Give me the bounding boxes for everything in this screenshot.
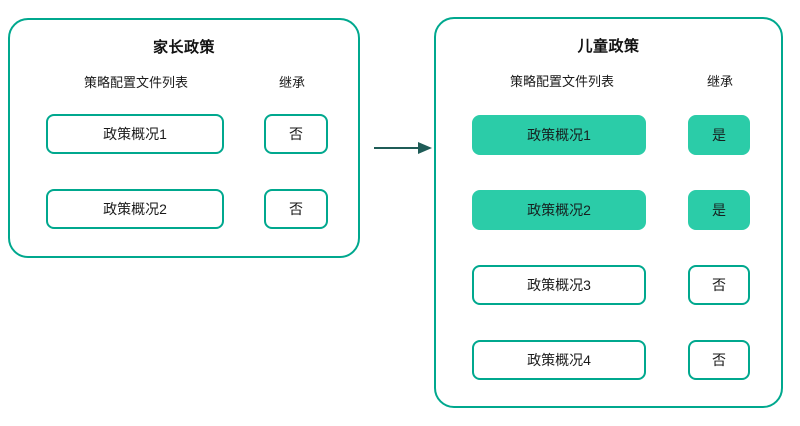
child-inherit-cell-2[interactable]: 是: [688, 190, 750, 230]
child-profile-cell-4[interactable]: 政策概况4: [472, 340, 646, 380]
child-profile-cell-2[interactable]: 政策概况2: [472, 190, 646, 230]
child-column-headers: 策略配置文件列表 继承: [436, 71, 781, 93]
table-row: 政策概况1 否: [10, 114, 358, 154]
parent-column-header-profile-list: 策略配置文件列表: [83, 75, 188, 90]
parent-policy-title: 家长政策: [152, 39, 215, 56]
child-inherit-cell-3[interactable]: 否: [688, 265, 750, 305]
table-row: 政策概况4 否: [436, 340, 781, 380]
child-profile-cell-1[interactable]: 政策概况1: [472, 115, 646, 155]
child-policy-title: 儿童政策: [577, 38, 640, 55]
child-inherit-cell-1[interactable]: 是: [688, 115, 750, 155]
child-profile-cell-3[interactable]: 政策概况3: [472, 265, 646, 305]
table-row: 政策概况3 否: [436, 265, 781, 305]
parent-column-headers: 策略配置文件列表 继承: [10, 72, 358, 94]
child-inherit-cell-4[interactable]: 否: [688, 340, 750, 380]
parent-policy-panel: 家长政策 策略配置文件列表 继承 政策概况1 否 政策概况2 否: [8, 18, 360, 258]
table-row: 政策概况2 否: [10, 189, 358, 229]
table-row: 政策概况2 是: [436, 190, 781, 230]
table-row: 政策概况1 是: [436, 115, 781, 155]
parent-profile-cell-1[interactable]: 政策概况1: [46, 114, 224, 154]
child-column-header-inheritance: 继承: [706, 74, 733, 89]
arrow-right-icon: [372, 132, 434, 164]
child-column-header-profile-list: 策略配置文件列表: [509, 74, 614, 89]
child-row-list: 政策概况1 是 政策概况2 是 政策概况3 否 政策概况4 否: [436, 19, 781, 406]
parent-inherit-cell-2[interactable]: 否: [264, 189, 328, 229]
child-policy-panel: 儿童政策 策略配置文件列表 继承 政策概况1 是 政策概况2 是 政策概况3 否…: [434, 17, 783, 408]
parent-column-header-inheritance: 继承: [278, 75, 305, 90]
parent-row-list: 政策概况1 否 政策概况2 否: [10, 20, 358, 256]
parent-profile-cell-2[interactable]: 政策概况2: [46, 189, 224, 229]
parent-inherit-cell-1[interactable]: 否: [264, 114, 328, 154]
